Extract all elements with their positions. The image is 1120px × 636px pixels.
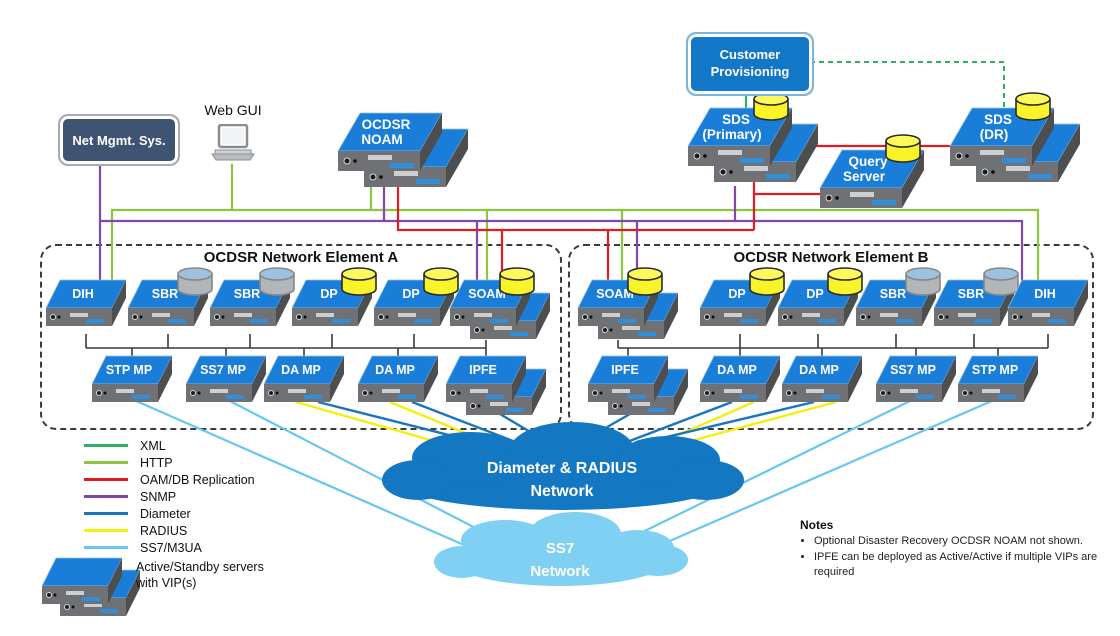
diameter-radius-cloud-label-line1: Diameter & RADIUS <box>487 460 638 477</box>
svg-text:SS7 MP: SS7 MP <box>890 363 936 377</box>
legend-label: SNMP <box>140 489 177 504</box>
ss7-cloud: SS7 Network <box>434 512 688 586</box>
laptop-icon <box>211 124 255 161</box>
diameter-radius-cloud-label-line2: Network <box>530 483 593 500</box>
legend-item-oam-db-replication: OAM/DB Replication <box>84 471 255 488</box>
svg-text:(DR): (DR) <box>980 127 1009 142</box>
svg-text:STP MP: STP MP <box>106 363 152 377</box>
ss7-cloud-label-line1: SS7 <box>546 540 574 557</box>
svg-text:SBR: SBR <box>880 287 906 301</box>
legend-swatch <box>84 478 128 481</box>
note-bullet: IPFE can be deployed as Active/Active if… <box>814 550 1110 579</box>
legend-label: XML <box>140 438 166 453</box>
svg-text:SOAM: SOAM <box>596 287 634 301</box>
legend-item-diameter: Diameter <box>84 505 255 522</box>
snmp-drop-lines <box>382 182 737 300</box>
snmp-bus-line <box>100 219 1024 300</box>
svg-text:NOAM: NOAM <box>361 132 402 147</box>
svg-text:OCDSR: OCDSR <box>362 117 411 132</box>
notes-block: Notes Optional Disaster Recovery OCDSR N… <box>800 518 1110 581</box>
svg-text:DP: DP <box>728 287 745 301</box>
svg-text:SDS: SDS <box>722 112 750 127</box>
xml-provisioning-dr-dashed-line <box>810 61 1005 125</box>
svg-text:DP: DP <box>402 287 419 301</box>
network-element-a-box: OCDSR Network Element A <box>40 244 562 430</box>
element-b-connectors <box>617 334 1049 358</box>
notes-list: Optional Disaster Recovery OCDSR NOAM no… <box>800 534 1110 579</box>
svg-text:SDS: SDS <box>984 112 1012 127</box>
svg-text:DA MP: DA MP <box>281 363 321 377</box>
svg-text:IPFE: IPFE <box>469 363 497 377</box>
legend-server-note-line1: Active/Standby servers <box>136 560 264 574</box>
svg-text:STP MP: STP MP <box>972 363 1018 377</box>
svg-text:(Primary): (Primary) <box>702 127 761 142</box>
legend-item-snmp: SNMP <box>84 488 255 505</box>
legend-label: HTTP <box>140 455 173 470</box>
svg-text:DA MP: DA MP <box>717 363 757 377</box>
web-gui-label: Web GUI <box>204 102 262 118</box>
svg-text:DA MP: DA MP <box>799 363 839 377</box>
legend-item-ss7-m3ua: SS7/M3UA <box>84 539 255 556</box>
legend-item-xml: XML <box>84 437 255 454</box>
legend-swatch <box>84 529 128 532</box>
svg-text:DP: DP <box>320 287 337 301</box>
svg-text:DIH: DIH <box>1034 287 1056 301</box>
svg-text:SBR: SBR <box>152 287 178 301</box>
customer-provisioning-box: Customer Provisioning <box>686 32 814 96</box>
net-mgmt-sys-box: Net Mgmt. Sys. <box>58 114 180 166</box>
svg-text:SS7 MP: SS7 MP <box>200 363 246 377</box>
legend-server-note: Active/Standby servers with VIP(s) <box>136 560 264 591</box>
ss7-cloud-label-line2: Network <box>530 563 590 580</box>
legend-swatch <box>84 461 128 464</box>
diameter-lines <box>317 400 815 454</box>
svg-text:SBR: SBR <box>234 287 260 301</box>
legend-item-http: HTTP <box>84 454 255 471</box>
svg-text:Server: Server <box>843 169 886 184</box>
svg-text:DIH: DIH <box>72 287 94 301</box>
legend-item-radius: RADIUS <box>84 522 255 539</box>
http-bus-line <box>110 208 1040 300</box>
radius-lines <box>295 400 837 460</box>
http-drop-lines <box>230 164 624 300</box>
svg-text:SBR: SBR <box>958 287 984 301</box>
element-a-connectors <box>85 334 487 358</box>
legend-label: SS7/M3UA <box>140 540 202 555</box>
note-bullet: Optional Disaster Recovery OCDSR NOAM no… <box>814 534 1110 548</box>
customer-provisioning-label-line2: Provisioning <box>710 64 790 79</box>
network-element-b-title: OCDSR Network Element B <box>733 249 929 266</box>
network-element-a-title: OCDSR Network Element A <box>203 249 399 266</box>
legend-label: OAM/DB Replication <box>140 472 255 487</box>
legend-swatch <box>84 444 128 447</box>
legend-swatch <box>84 546 128 549</box>
svg-text:DA MP: DA MP <box>375 363 415 377</box>
legend-label: RADIUS <box>140 523 188 538</box>
oam-sds-lines <box>752 144 954 230</box>
legend-swatch <box>84 512 128 515</box>
svg-text:IPFE: IPFE <box>611 363 639 377</box>
customer-provisioning-label-line1: Customer <box>719 47 781 63</box>
diameter-radius-cloud: Diameter & RADIUS Network <box>382 422 744 510</box>
svg-text:DP: DP <box>806 287 823 301</box>
network-element-b-box: OCDSR Network Element B <box>568 244 1094 430</box>
ss7-m3ua-lines <box>133 398 995 562</box>
svg-text:SOAM: SOAM <box>468 287 506 301</box>
net-mgmt-sys-label: Net Mgmt. Sys. <box>72 132 166 148</box>
svg-text:Query: Query <box>848 154 888 169</box>
notes-title: Notes <box>800 518 834 532</box>
legend-label: Diameter <box>140 506 191 521</box>
legend-server-note-line2: with VIP(s) <box>136 575 197 590</box>
legend-swatch <box>84 495 128 498</box>
